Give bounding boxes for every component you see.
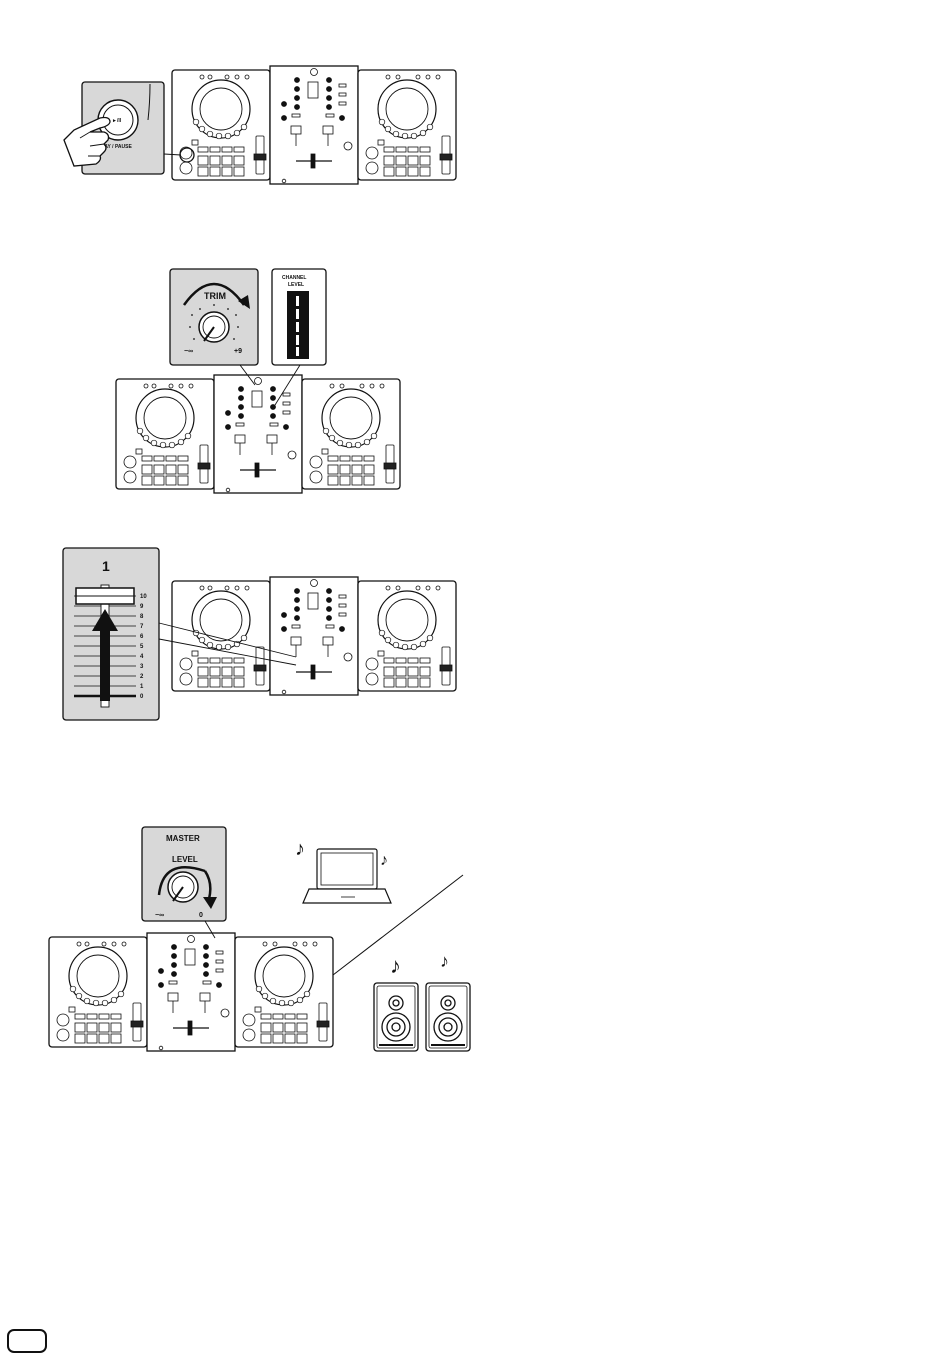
dj-controller [116, 375, 400, 493]
trim-max-label: +9 [234, 348, 242, 355]
fader-callout [63, 548, 159, 720]
music-note-icon: ♪ [440, 951, 449, 971]
channel-number: 1 [102, 558, 110, 574]
figure-channel-fader: 1 10 9 8 7 6 5 4 3 2 1 0 [60, 545, 465, 725]
channel-level-label-2: LEVEL [288, 282, 304, 288]
music-note-icon: ♪ [295, 838, 305, 860]
trim-min-label: −∞ [184, 348, 193, 355]
master-min-label: −∞ [155, 912, 164, 919]
master-max-label: 0 [199, 912, 203, 919]
speaker-icon [374, 983, 418, 1051]
master-label-1: MASTER [166, 834, 200, 843]
dj-controller [172, 577, 456, 695]
music-note-icon: ♪ [380, 852, 388, 869]
laptop-icon [303, 849, 391, 903]
trim-label: TRIM [204, 291, 226, 301]
figure-master-level: MASTER LEVEL −∞ 0 ♪ ♪ ♪ ♪ [45, 825, 475, 1060]
master-label-2: LEVEL [172, 855, 198, 864]
music-note-icon: ♪ [390, 953, 401, 978]
language-tab [7, 1329, 47, 1353]
channel-level-label-1: CHANNEL [282, 275, 306, 281]
figure-play-pause: ►/II PLAY / PAUSE [60, 60, 480, 190]
dj-controller [49, 933, 333, 1051]
speaker-icon [426, 983, 470, 1051]
dj-controller [172, 66, 456, 184]
scale-label: 10 [140, 594, 147, 600]
figure-trim-channel-level: TRIM −∞ +9 CHANNEL LEVEL [110, 265, 420, 500]
play-button-symbol: ►/II [112, 118, 122, 124]
